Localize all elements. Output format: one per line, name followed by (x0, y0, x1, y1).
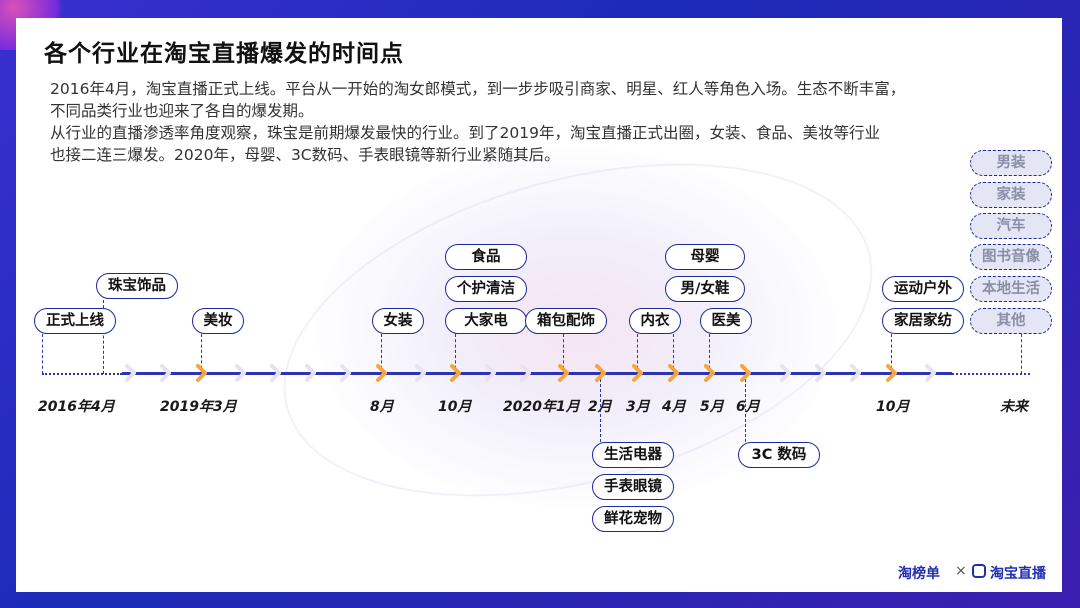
year-label: 2019年3月 (160, 399, 237, 415)
timeline-line (122, 372, 952, 375)
connector (709, 334, 710, 374)
industry-tag: 食品 (445, 244, 527, 270)
chevron-icon (815, 364, 827, 382)
chevron-icon (704, 364, 716, 382)
chevron-icon (558, 364, 570, 382)
chevron-icon (125, 364, 137, 382)
year-label: 8月 (370, 399, 394, 415)
chevron-icon (740, 364, 752, 382)
connector (381, 334, 382, 374)
description-line: 从行业的直播渗透率角度观察，珠宝是前期爆发最快的行业。到了2019年，淘宝直播正… (50, 124, 880, 142)
industry-tag: 珠宝饰品 (96, 273, 178, 299)
chevron-icon (485, 364, 497, 382)
future-tag: 本地生活 (970, 276, 1052, 302)
future-tag: 图书音像 (970, 244, 1052, 270)
description: 2016年4月，淘宝直播正式上线。平台从一开始的淘女郎模式，到一步步吸引商家、明… (50, 78, 1040, 166)
connector (891, 334, 892, 374)
year-label: 5月 (700, 399, 724, 415)
industry-tag: 女装 (372, 308, 424, 334)
chevron-icon (780, 364, 792, 382)
industry-tag: 美妆 (192, 308, 244, 334)
chevron-icon (270, 364, 282, 382)
connector (600, 374, 601, 442)
chevron-icon (196, 364, 208, 382)
industry-tag: 个护清洁 (445, 276, 527, 302)
chevron-icon (886, 364, 898, 382)
chevron-icon (850, 364, 862, 382)
logo-separator: × (955, 563, 967, 579)
chevron-icon (520, 364, 532, 382)
slide-card (16, 18, 1062, 592)
description-line: 2016年4月，淘宝直播正式上线。平台从一开始的淘女郎模式，到一步步吸引商家、明… (50, 80, 906, 98)
industry-tag: 大家电 (445, 308, 527, 334)
timeline-end-dotted (952, 373, 1030, 375)
industry-tag: 家居家纺 (882, 308, 964, 334)
industry-tag: 3C 数码 (738, 442, 820, 468)
year-label: 10月 (438, 399, 472, 415)
industry-tag: 生活电器 (592, 442, 674, 468)
connector (201, 334, 202, 374)
description-line: 不同品类行业也迎来了各自的爆发期。 (50, 102, 314, 120)
connector (637, 334, 638, 374)
year-label: 2月 (588, 399, 612, 415)
connector (563, 334, 564, 374)
industry-tag: 运动户外 (882, 276, 964, 302)
chevron-icon (450, 364, 462, 382)
taobao-live-logo: 淘宝直播 (990, 566, 1046, 582)
future-tag: 其他 (970, 308, 1052, 334)
industry-tag: 正式上线 (34, 308, 116, 334)
chevron-icon (595, 364, 607, 382)
taobangdan-logo: 淘榜单 (898, 566, 940, 582)
year-label: 3月 (626, 399, 650, 415)
chevron-icon (925, 364, 937, 382)
timeline-start-dotted (42, 373, 122, 375)
future-tag: 家装 (970, 182, 1052, 208)
chevron-icon (668, 364, 680, 382)
year-label: 6月 (736, 399, 760, 415)
industry-tag: 箱包配饰 (525, 308, 607, 334)
connector (42, 334, 43, 374)
year-label: 2020年1月 (503, 399, 580, 415)
industry-tag: 男/女鞋 (665, 276, 745, 302)
connector (745, 374, 746, 442)
year-label: 2016年4月 (38, 399, 115, 415)
future-tag: 男装 (970, 150, 1052, 176)
year-label: 4月 (662, 399, 686, 415)
description-line: 也接二连三爆发。2020年，母婴、3C数码、手表眼镜等新行业紧随其后。 (50, 146, 560, 164)
connector (673, 334, 674, 374)
year-label: 未来 (1000, 399, 1028, 415)
chevron-icon (415, 364, 427, 382)
industry-tag: 内衣 (629, 308, 681, 334)
industry-tag: 手表眼镜 (592, 474, 674, 500)
connector (455, 334, 456, 374)
chevron-icon (632, 364, 644, 382)
future-tag: 汽车 (970, 213, 1052, 239)
chevron-icon (160, 364, 172, 382)
industry-tag: 母婴 (665, 244, 745, 270)
industry-tag: 鲜花宠物 (592, 506, 674, 532)
chevron-icon (340, 364, 352, 382)
taobao-live-logo-icon (972, 564, 986, 578)
slide-title: 各个行业在淘宝直播爆发的时间点 (44, 41, 404, 67)
year-label: 10月 (876, 399, 910, 415)
industry-tag: 医美 (700, 308, 752, 334)
chevron-icon (235, 364, 247, 382)
connector (1021, 334, 1022, 374)
chevron-icon (305, 364, 317, 382)
connector (103, 300, 104, 374)
chevron-icon (376, 364, 388, 382)
